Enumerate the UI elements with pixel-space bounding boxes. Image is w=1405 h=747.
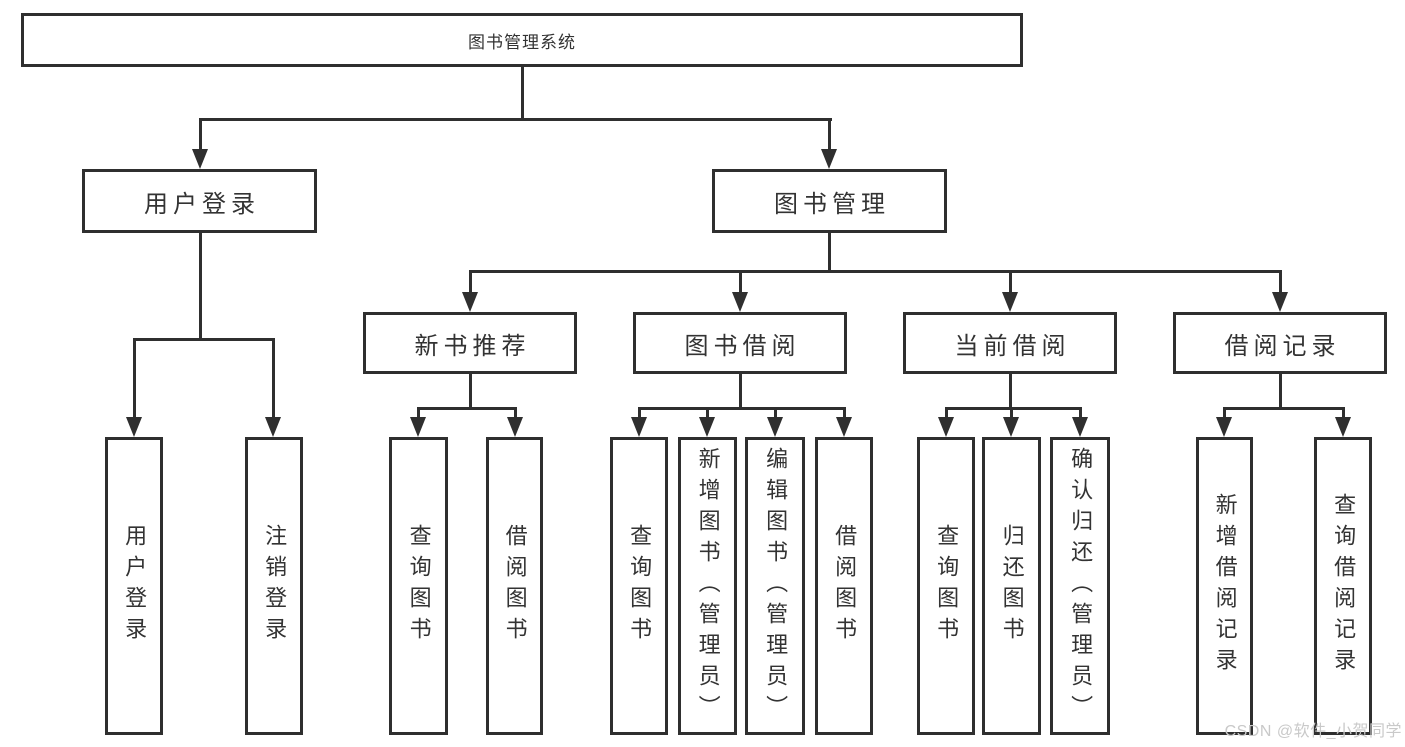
arrow-down-icon — [732, 292, 748, 312]
arrow-down-icon — [1216, 417, 1232, 437]
arrow-down-icon — [821, 149, 837, 169]
arrow-down-icon — [1003, 417, 1019, 437]
leaf-confirm-return-admin: 确认归还（管理员） — [1050, 437, 1110, 735]
connector-line — [133, 338, 136, 418]
connector-line — [843, 407, 846, 418]
leaf-borrow-books: 借阅图书 — [815, 437, 873, 735]
arrow-down-icon — [410, 417, 426, 437]
arrow-down-icon — [462, 292, 478, 312]
connector-line — [417, 407, 420, 418]
leaf-query-books-current: 查询图书 — [917, 437, 975, 735]
arrow-down-icon — [126, 417, 142, 437]
connector-line — [417, 407, 517, 410]
connector-line — [638, 407, 846, 410]
node-book-borrow: 图书借阅 — [633, 312, 847, 374]
leaf-query-borrow-record: 查询借阅记录 — [1314, 437, 1372, 735]
connector-line — [828, 233, 831, 270]
connector-line — [469, 270, 1281, 273]
node-book-mgmt: 图书管理 — [712, 169, 947, 233]
node-borrow-records: 借阅记录 — [1173, 312, 1387, 374]
node-current-borrow: 当前借阅 — [903, 312, 1117, 374]
connector-line — [272, 338, 275, 418]
node-user-login: 用户登录 — [82, 169, 317, 233]
connector-line — [1079, 407, 1082, 418]
connector-line — [1010, 407, 1013, 418]
connector-line — [199, 233, 202, 338]
arrow-down-icon — [265, 417, 281, 437]
arrow-down-icon — [1272, 292, 1288, 312]
leaf-query-books-recommend: 查询图书 — [389, 437, 448, 735]
connector-line — [739, 270, 742, 293]
node-root: 图书管理系统 — [21, 13, 1023, 67]
connector-line — [1223, 407, 1345, 410]
arrow-down-icon — [699, 417, 715, 437]
connector-line — [1009, 374, 1012, 407]
leaf-query-books-borrow: 查询图书 — [610, 437, 668, 735]
connector-line — [828, 118, 831, 150]
connector-line — [945, 407, 1082, 410]
connector-line — [133, 338, 275, 341]
arrow-down-icon — [767, 417, 783, 437]
arrow-down-icon — [938, 417, 954, 437]
connector-line — [638, 407, 641, 418]
arrow-down-icon — [507, 417, 523, 437]
connector-line — [521, 67, 524, 118]
connector-line — [199, 118, 832, 121]
leaf-user-login: 用户登录 — [105, 437, 163, 735]
leaf-logout: 注销登录 — [245, 437, 303, 735]
connector-line — [469, 270, 472, 293]
arrow-down-icon — [836, 417, 852, 437]
leaf-add-book-admin: 新增图书（管理员） — [678, 437, 737, 735]
connector-line — [774, 407, 777, 418]
leaf-borrow-books-recommend: 借阅图书 — [486, 437, 543, 735]
arrow-down-icon — [1002, 292, 1018, 312]
leaf-add-borrow-record: 新增借阅记录 — [1196, 437, 1253, 735]
connector-line — [1223, 407, 1226, 418]
arrow-down-icon — [1072, 417, 1088, 437]
connector-line — [514, 407, 517, 418]
connector-line — [1342, 407, 1345, 418]
connector-line — [1009, 270, 1012, 293]
watermark: CSDN @软件_小贺同学 — [1224, 723, 1402, 740]
node-new-book-recommend: 新书推荐 — [363, 312, 577, 374]
arrow-down-icon — [631, 417, 647, 437]
arrow-down-icon — [1335, 417, 1351, 437]
arrow-down-icon — [192, 149, 208, 169]
leaf-edit-book-admin: 编辑图书（管理员） — [745, 437, 805, 735]
connector-line — [945, 407, 948, 418]
connector-line — [199, 118, 202, 150]
connector-line — [706, 407, 709, 418]
connector-line — [469, 374, 472, 407]
connector-line — [1279, 270, 1282, 293]
connector-line — [1279, 374, 1282, 407]
leaf-return-book: 归还图书 — [982, 437, 1041, 735]
connector-line — [739, 374, 742, 407]
